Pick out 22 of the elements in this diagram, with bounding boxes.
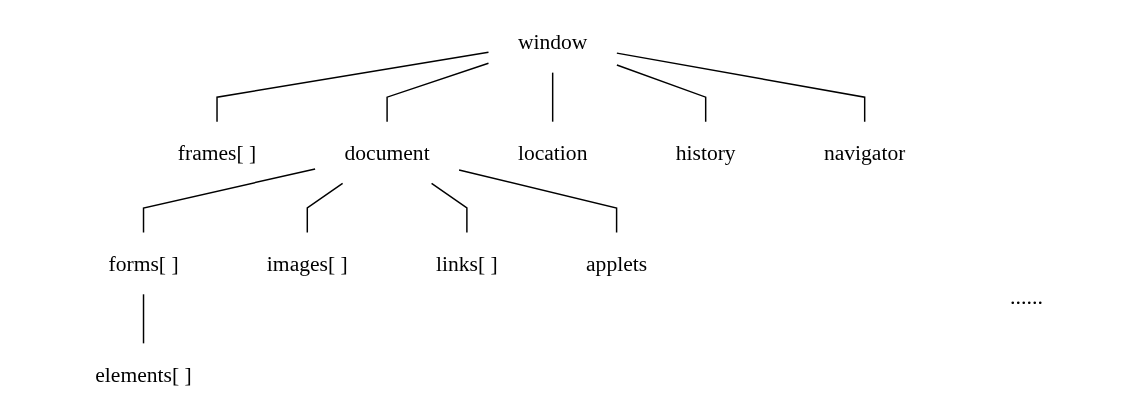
connector [306,182,343,234]
node-text: window [517,29,588,54]
connector [142,293,144,345]
node-text: location [517,140,588,165]
node-text: applets [585,251,647,276]
node-text: document [344,140,430,165]
connector [615,64,707,123]
node-text: images[ ] [266,251,348,276]
connector [430,182,468,234]
node-text: frames[ ] [177,140,256,165]
node-text: links[ ] [435,251,498,276]
node-text: elements[ ] [94,361,192,387]
connector [215,51,489,123]
connector [551,71,554,123]
connector [615,52,866,123]
connector [142,168,316,234]
connector [386,62,489,123]
connector [457,169,617,234]
ellipsis-text: ...... [1010,284,1043,310]
node-text: history [675,140,736,165]
node-text: navigator [823,140,906,165]
node-text: forms[ ] [108,251,179,276]
